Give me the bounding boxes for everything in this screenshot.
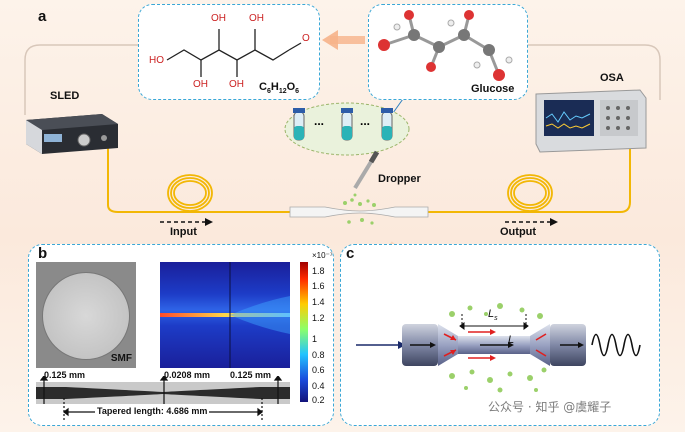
vials-group: ... ... xyxy=(282,100,412,158)
fiber-coil-left xyxy=(167,174,213,212)
colorbar-tick: 0.4 xyxy=(312,381,325,391)
field-simulation-map xyxy=(160,262,290,368)
l-label: L xyxy=(508,334,515,346)
osa-device xyxy=(530,88,650,154)
tapered-fiber xyxy=(289,206,429,218)
panel-a-letter: a xyxy=(38,8,47,25)
molecular-formula: C6H12O6 xyxy=(259,81,300,96)
colorbar-tick: 0.2 xyxy=(312,395,325,405)
input-arrow xyxy=(160,218,213,226)
oh-label-4: OH xyxy=(229,79,244,90)
ls-label: Ls xyxy=(488,308,498,323)
panel-b-letter: b xyxy=(38,245,48,262)
oh-label-2: OH xyxy=(249,13,264,24)
glucose-label: Glucose xyxy=(471,83,515,95)
oh-label-3: OH xyxy=(193,79,208,90)
glucose-ball-stick-model xyxy=(378,10,513,81)
panel-c-box xyxy=(340,244,660,426)
panel-c-letter: c xyxy=(346,245,355,262)
fiber-coil-right xyxy=(507,174,553,212)
glucose-3d-model-box: Glucose xyxy=(368,4,528,100)
output-label: Output xyxy=(500,226,537,238)
colorbar-exponent: ×10⁻⁷ xyxy=(312,251,333,260)
output-arrow xyxy=(505,218,558,226)
structural-formula-box: OH OH HO OH OH O C6H12O6 xyxy=(138,4,320,100)
colorbar-tick: 1.2 xyxy=(312,313,325,323)
glucose-skeletal-formula xyxy=(166,29,302,77)
colorbar-tick: 1.6 xyxy=(312,281,325,291)
dimension-arrows xyxy=(39,376,283,420)
colorbar-tick: 0.6 xyxy=(312,365,325,375)
sled-label: SLED xyxy=(50,90,80,102)
carbonyl-o-label: O xyxy=(302,33,310,44)
dropper-icon xyxy=(353,150,380,190)
sled-device xyxy=(22,110,122,154)
watermark: 公众号 · 知乎 @虞耀子 xyxy=(488,400,612,414)
colorbar-tick: 1.4 xyxy=(312,297,325,307)
colorbar-tick: 1.8 xyxy=(312,266,325,276)
glucose-droplets xyxy=(343,193,376,225)
vial-ellipsis-1: ... xyxy=(314,114,325,128)
vial-ellipsis-2: ... xyxy=(360,114,371,128)
input-label: Input xyxy=(170,226,197,238)
smf-micrograph: SMF xyxy=(36,262,136,368)
dim-right-label: 0.125 mm xyxy=(230,370,272,380)
colorbar-tick: 1 xyxy=(312,334,318,344)
dropper-label: Dropper xyxy=(378,173,421,185)
colorbar-ticks: 1.8 1.6 1.4 1.2 1 0.8 0.6 0.4 0.2 xyxy=(312,262,334,405)
dim-left-label: 0.125 mm xyxy=(44,370,86,380)
tapered-length-label: Tapered length: 4.686 mm xyxy=(95,406,210,416)
colorbar-tick: 0.8 xyxy=(312,350,325,360)
oh-label-1: OH xyxy=(211,13,226,24)
osa-label: OSA xyxy=(600,72,624,84)
dim-center-label: 0.0208 mm xyxy=(164,370,211,380)
smf-label: SMF xyxy=(110,353,132,364)
colorbar xyxy=(300,262,308,402)
taper-schematic xyxy=(356,303,641,393)
taper-micrograph xyxy=(36,382,290,404)
ho-label: HO xyxy=(149,55,164,66)
